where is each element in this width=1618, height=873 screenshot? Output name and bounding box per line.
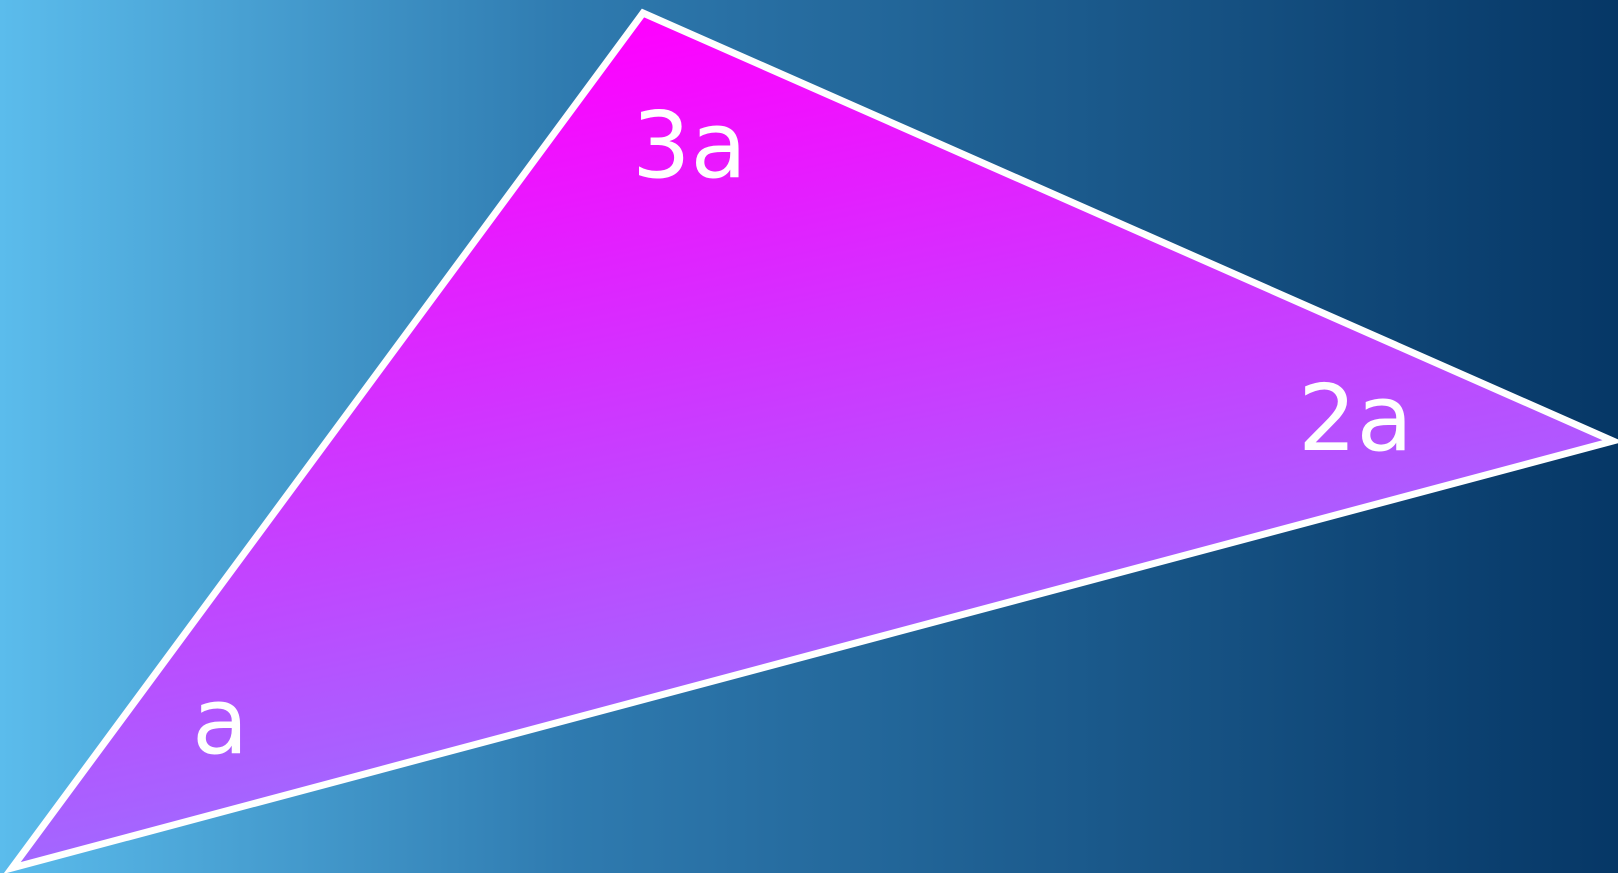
angle-label-bottom-left: a <box>192 668 248 775</box>
angle-label-right: 2a <box>1298 365 1413 472</box>
triangle-shape <box>3 8 1618 873</box>
angle-label-top: 3a <box>632 92 747 199</box>
